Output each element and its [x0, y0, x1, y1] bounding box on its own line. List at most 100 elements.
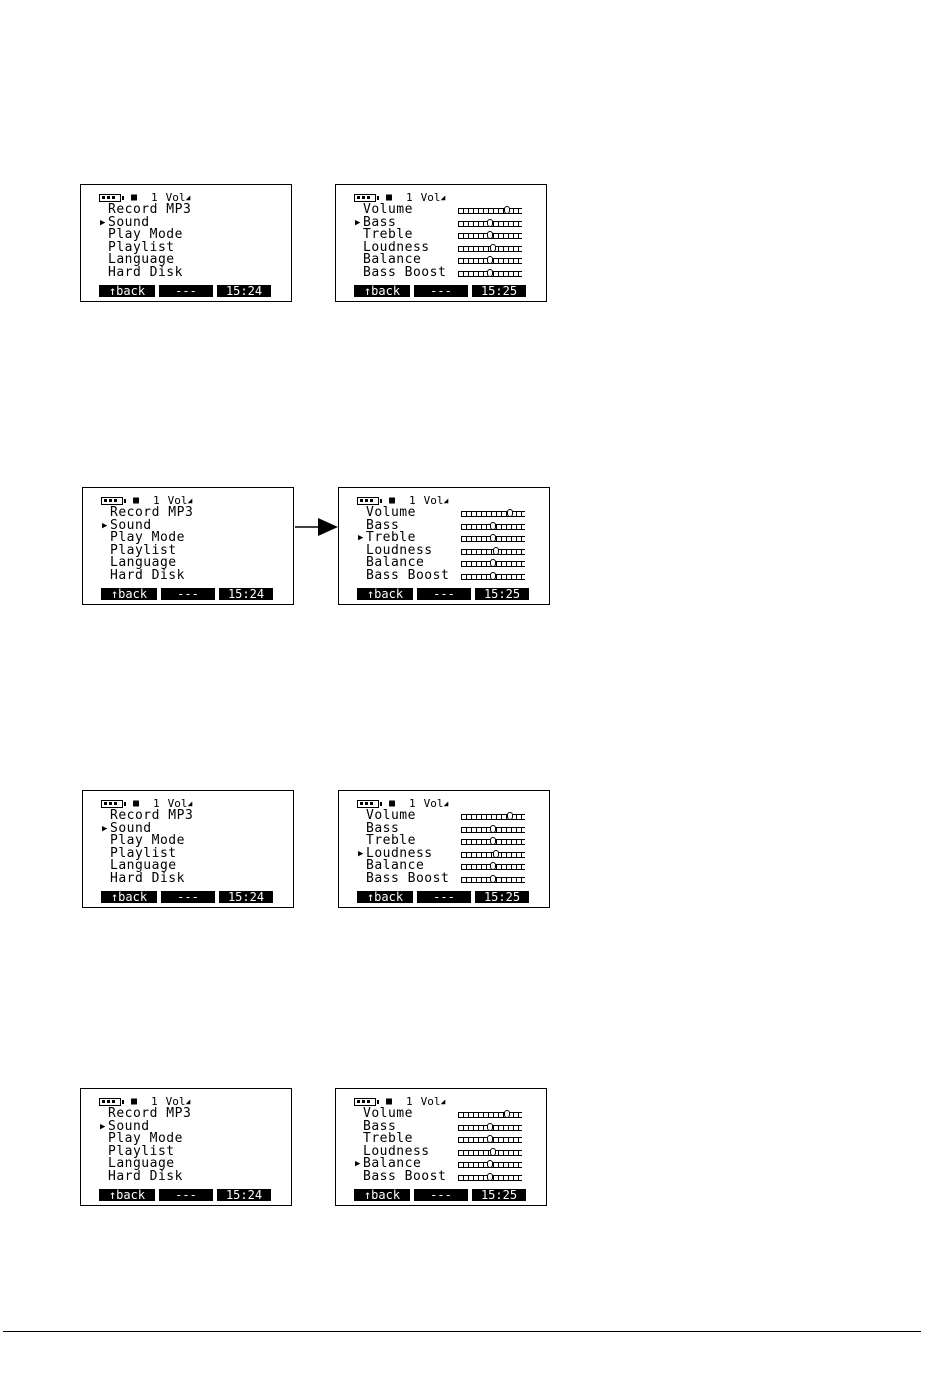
sound-item-bass[interactable]: ▶Bass [354, 216, 544, 230]
slider-knob[interactable] [487, 256, 493, 264]
slider-knob[interactable] [487, 1122, 493, 1131]
middle-softkey[interactable]: --- [161, 588, 215, 600]
level-slider[interactable] [458, 268, 522, 277]
level-slider[interactable] [461, 837, 525, 845]
sound-item-bass[interactable]: Bass [357, 822, 547, 836]
menu-item-sound[interactable]: ▶Sound [102, 517, 152, 533]
middle-softkey[interactable]: --- [159, 285, 213, 297]
slider-knob[interactable] [507, 812, 514, 820]
level-slider[interactable] [458, 256, 522, 264]
menu-item-play-mode[interactable]: Play Mode [110, 530, 185, 545]
menu-item-record-mp3[interactable]: Record MP3 [110, 808, 194, 823]
sound-item-balance[interactable]: Balance [357, 859, 547, 873]
level-slider[interactable] [458, 1160, 522, 1168]
middle-softkey[interactable]: --- [159, 1189, 213, 1201]
menu-item-hard-disk[interactable]: Hard Disk [108, 1168, 183, 1184]
sound-item-volume[interactable]: Volume [357, 506, 547, 520]
level-slider[interactable] [461, 509, 525, 517]
slider-knob[interactable] [489, 243, 496, 252]
level-slider[interactable] [461, 521, 525, 530]
slider-knob[interactable] [492, 849, 499, 858]
sound-item-balance[interactable]: Balance [354, 253, 544, 267]
level-slider[interactable] [458, 1110, 522, 1118]
sound-item-balance[interactable]: ▶Balance [354, 1157, 544, 1171]
slider-knob[interactable] [490, 862, 496, 870]
slider-knob[interactable] [490, 824, 496, 833]
level-slider[interactable] [458, 243, 522, 252]
level-slider[interactable] [461, 812, 525, 820]
menu-item-play-mode[interactable]: Play Mode [108, 227, 183, 242]
sound-item-bass-boost[interactable]: Bass Boost [357, 569, 547, 583]
back-softkey[interactable]: ↑back [357, 891, 413, 903]
middle-softkey[interactable]: --- [417, 588, 471, 600]
menu-item-sound[interactable]: ▶Sound [100, 1118, 150, 1134]
level-slider[interactable] [458, 1135, 522, 1143]
menu-item-sound[interactable]: ▶Sound [102, 820, 152, 836]
level-slider[interactable] [458, 206, 522, 214]
sound-item-treble[interactable]: Treble [357, 834, 547, 848]
menu-item-playlist[interactable]: Playlist [108, 239, 175, 255]
slider-knob[interactable] [487, 1172, 493, 1181]
sound-item-bass[interactable]: Bass [357, 519, 547, 533]
sound-item-volume[interactable]: Volume [354, 1107, 544, 1121]
menu-item-playlist[interactable]: Playlist [110, 542, 177, 558]
menu-item-record-mp3[interactable]: Record MP3 [108, 1106, 192, 1121]
menu-item-language[interactable]: Language [108, 1156, 175, 1171]
menu-item-sound[interactable]: ▶Sound [100, 214, 150, 230]
menu-item-language[interactable]: Language [110, 555, 177, 570]
slider-knob[interactable] [492, 546, 499, 555]
level-slider[interactable] [458, 231, 522, 239]
middle-softkey[interactable]: --- [417, 891, 471, 903]
slider-knob[interactable] [487, 218, 493, 227]
sound-item-loudness[interactable]: Loudness [354, 241, 544, 255]
sound-item-treble[interactable]: ▶Treble [357, 531, 547, 545]
slider-knob[interactable] [489, 1147, 496, 1156]
level-slider[interactable] [461, 571, 525, 580]
back-softkey[interactable]: ↑back [357, 588, 413, 600]
slider-knob[interactable] [504, 1110, 511, 1118]
sound-item-volume[interactable]: Volume [357, 809, 547, 823]
menu-item-hard-disk[interactable]: Hard Disk [108, 264, 183, 280]
level-slider[interactable] [461, 559, 525, 567]
back-softkey[interactable]: ↑back [101, 891, 157, 903]
sound-item-bass-boost[interactable]: Bass Boost [354, 1170, 544, 1184]
back-softkey[interactable]: ↑back [354, 285, 410, 297]
slider-knob[interactable] [490, 534, 496, 542]
sound-item-loudness[interactable]: Loudness [354, 1145, 544, 1159]
sound-item-loudness[interactable]: Loudness [357, 544, 547, 558]
slider-knob[interactable] [487, 1160, 493, 1168]
slider-knob[interactable] [490, 521, 496, 530]
level-slider[interactable] [461, 824, 525, 833]
menu-item-playlist[interactable]: Playlist [110, 845, 177, 861]
menu-item-record-mp3[interactable]: Record MP3 [110, 505, 194, 520]
back-softkey[interactable]: ↑back [99, 1189, 155, 1201]
middle-softkey[interactable]: --- [414, 285, 468, 297]
middle-softkey[interactable]: --- [161, 891, 215, 903]
back-softkey[interactable]: ↑back [354, 1189, 410, 1201]
level-slider[interactable] [458, 1172, 522, 1181]
level-slider[interactable] [458, 218, 522, 227]
level-slider[interactable] [458, 1147, 522, 1156]
menu-item-record-mp3[interactable]: Record MP3 [108, 202, 192, 217]
sound-item-bass-boost[interactable]: Bass Boost [354, 266, 544, 280]
sound-item-treble[interactable]: Treble [354, 228, 544, 242]
menu-item-play-mode[interactable]: Play Mode [108, 1131, 183, 1146]
slider-knob[interactable] [490, 559, 496, 567]
level-slider[interactable] [461, 849, 525, 858]
slider-knob[interactable] [490, 837, 496, 845]
menu-item-language[interactable]: Language [108, 252, 175, 267]
sound-item-bass-boost[interactable]: Bass Boost [357, 872, 547, 886]
slider-knob[interactable] [504, 206, 511, 214]
menu-item-hard-disk[interactable]: Hard Disk [110, 870, 185, 886]
menu-item-language[interactable]: Language [110, 858, 177, 873]
level-slider[interactable] [461, 874, 525, 883]
level-slider[interactable] [461, 546, 525, 555]
slider-knob[interactable] [490, 874, 496, 883]
menu-item-playlist[interactable]: Playlist [108, 1143, 175, 1159]
level-slider[interactable] [458, 1122, 522, 1131]
sound-item-bass[interactable]: Bass [354, 1120, 544, 1134]
level-slider[interactable] [461, 534, 525, 542]
back-softkey[interactable]: ↑back [101, 588, 157, 600]
sound-item-loudness[interactable]: ▶Loudness [357, 847, 547, 861]
sound-item-volume[interactable]: Volume [354, 203, 544, 217]
